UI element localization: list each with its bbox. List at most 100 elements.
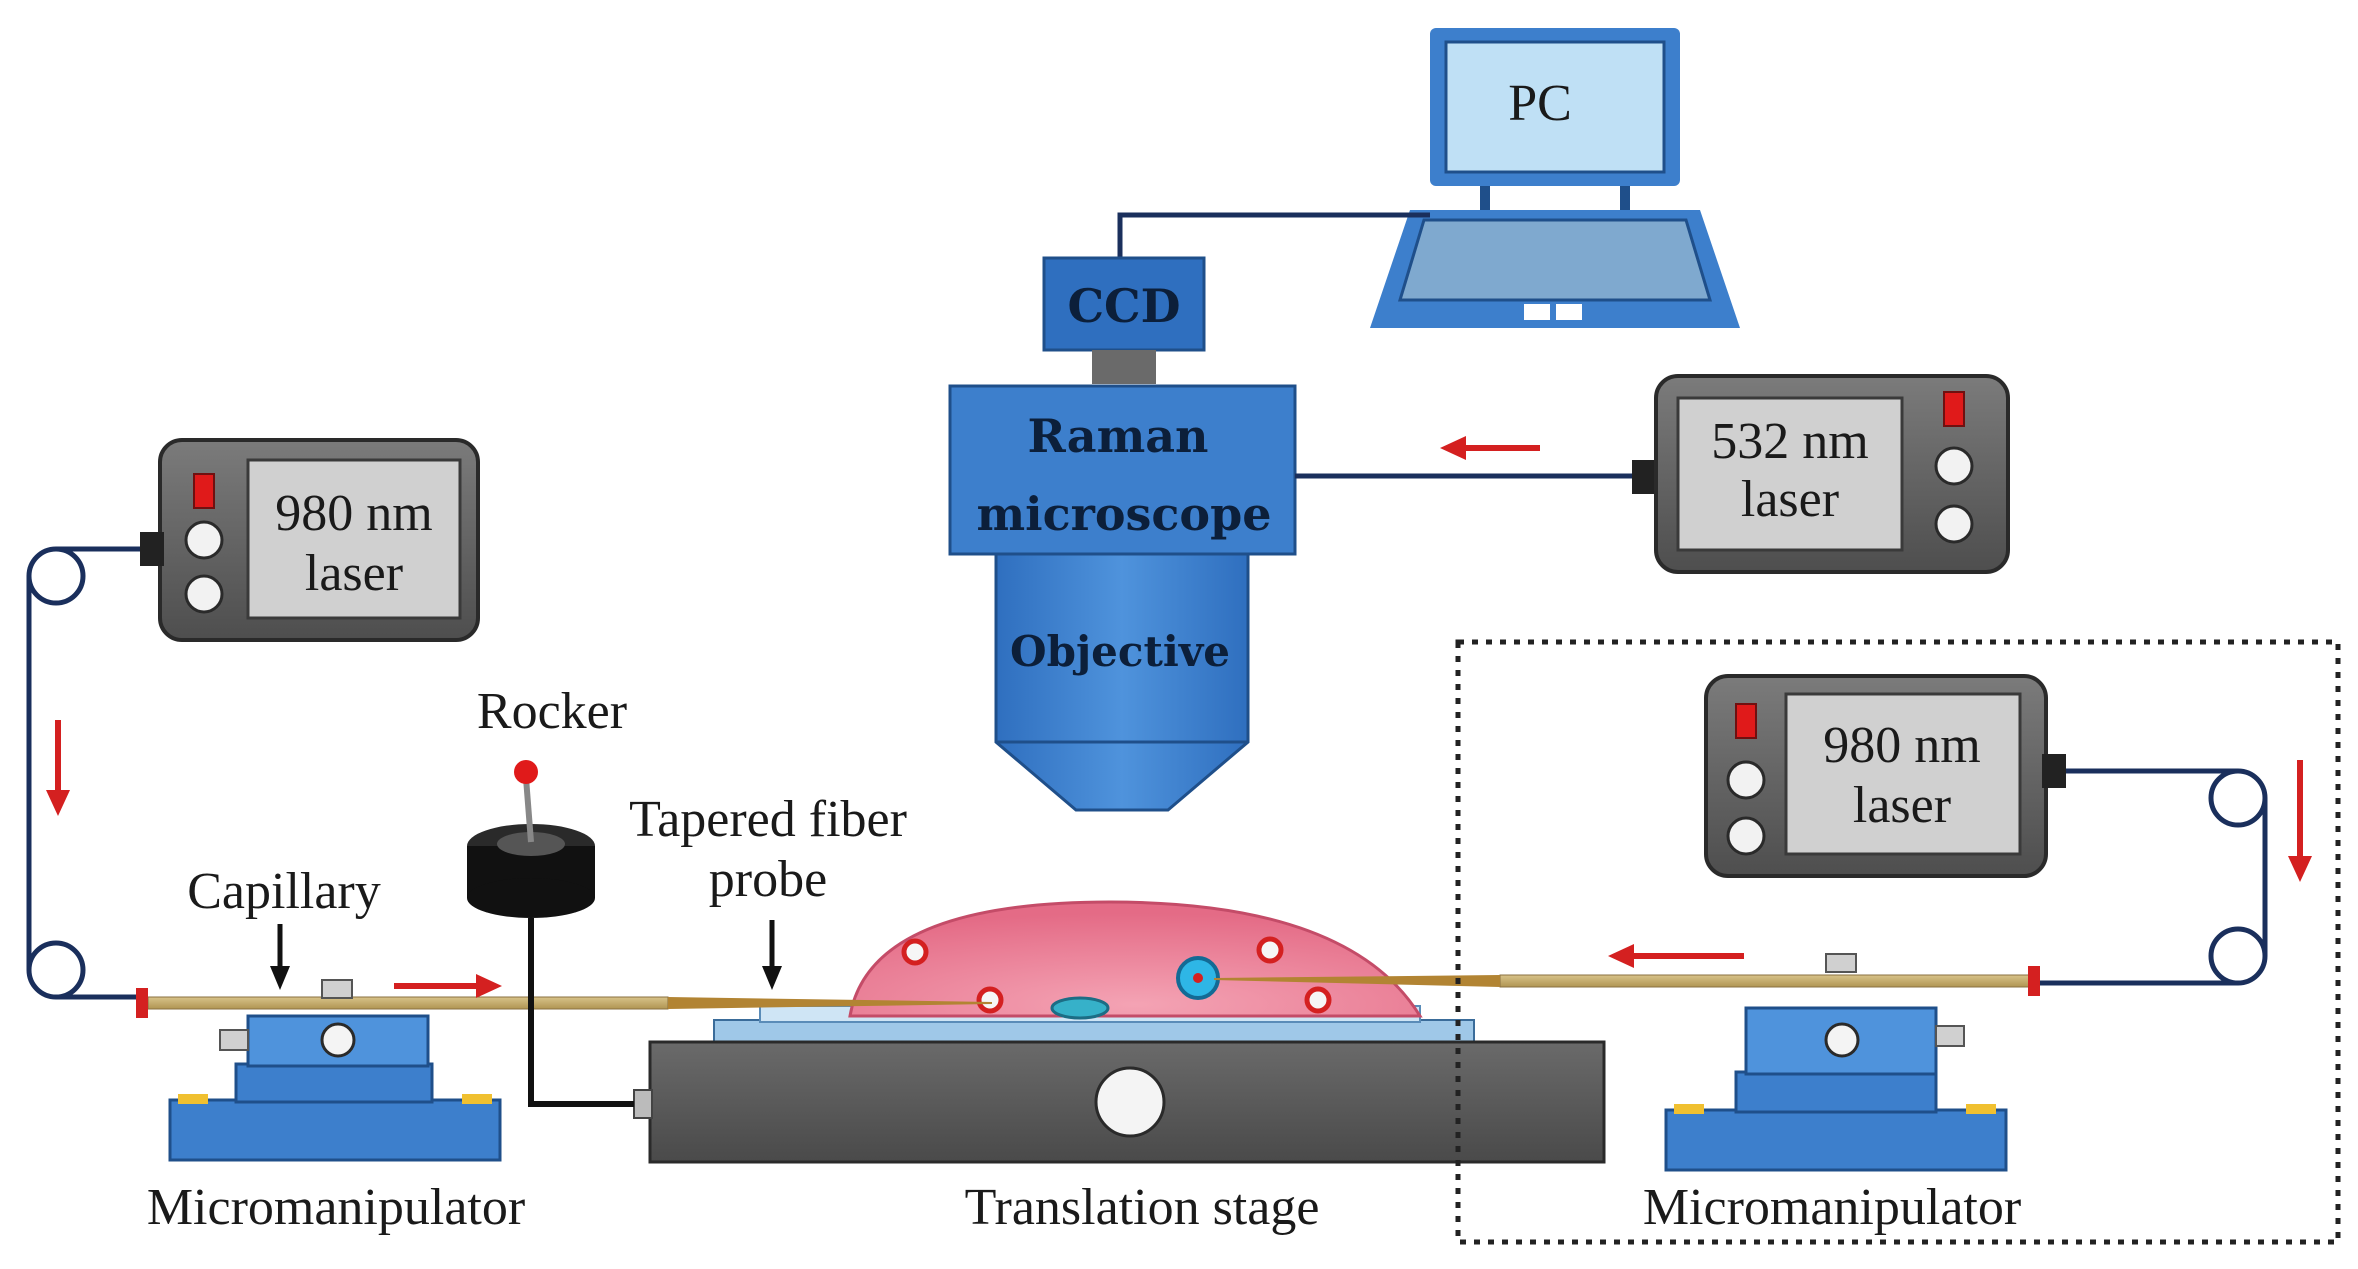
right-mm-top-screw	[1825, 953, 1857, 973]
laser-532-knob-top	[1934, 446, 1974, 486]
laser-980-right-knob-bottom	[1726, 816, 1766, 856]
ccd-body	[1042, 256, 1206, 352]
right-mm-knob	[1824, 1022, 1860, 1058]
cell-red-4	[1304, 986, 1332, 1014]
laser-980-right-label-line1: 980 nm	[1823, 717, 1980, 774]
tapered-pointer-arrow	[762, 920, 782, 990]
pc-keyboard	[1397, 218, 1713, 302]
right-capillary	[1499, 974, 2031, 988]
left-fiber-loop	[26, 546, 140, 1000]
right-fiber-loop	[2040, 768, 2268, 986]
laser-980-left-screen	[246, 458, 462, 620]
laser-980-right-connector	[2042, 754, 2066, 788]
left-capillary-fiber	[136, 988, 992, 1018]
laser-980-right-indicator	[1735, 703, 1757, 739]
left-tapered-fiber	[668, 997, 992, 1009]
translation-stage-label: Translation stage	[965, 1179, 1320, 1236]
laser-532-arrow	[1440, 436, 1540, 460]
laser-532-knob-bottom	[1934, 504, 1974, 544]
left-capillary	[147, 996, 669, 1010]
pc-laptop: PC	[1370, 28, 1740, 328]
translation-stage	[633, 1005, 1606, 1164]
right-micromanipulator: Micromanipulator	[1643, 953, 2021, 1236]
tapered-probe-label-line2: probe	[709, 851, 827, 908]
right-mm-middle	[1734, 1070, 1938, 1114]
rocker-cable	[528, 918, 634, 1107]
objective-lens: Objective	[994, 552, 1250, 812]
right-mm-pad-right	[1966, 1104, 1996, 1114]
rocker-base-bottom	[467, 878, 595, 918]
rocker-ring	[497, 832, 565, 856]
right-down-arrow	[2288, 760, 2312, 882]
ccd-label: CCD	[1067, 279, 1180, 333]
raman-label-line2: microscope	[976, 487, 1271, 541]
laser-532-indicator	[1943, 391, 1965, 427]
dotted-highlight-box	[1455, 639, 2341, 1245]
sample-droplet	[848, 900, 1423, 1020]
laser-532-label-line1: 532 nm	[1711, 413, 1868, 470]
stage-top-plate	[713, 1019, 1475, 1043]
pc-label: PC	[1508, 75, 1572, 132]
left-down-arrow	[46, 720, 70, 816]
laser-980-right-label-line2: laser	[1853, 777, 1951, 834]
cell-blue-center	[1193, 973, 1203, 983]
stage-knob	[1094, 1066, 1166, 1138]
laser-532-connector	[1632, 460, 1656, 494]
right-left-arrow	[1608, 944, 1744, 968]
laser-532-device: 532 nm laser	[1654, 374, 2010, 574]
right-mm-pad-left	[1674, 1104, 1704, 1114]
cell-red-2	[976, 986, 1004, 1014]
raman-body	[948, 384, 1297, 556]
left-mm-top-screw	[321, 979, 353, 999]
left-mm-side-screw	[219, 1029, 249, 1051]
rocker-stick	[523, 777, 534, 843]
right-fiber-clamp	[2028, 966, 2040, 996]
rocker-label: Rocker	[477, 683, 627, 740]
cell-cluster	[1050, 996, 1110, 1020]
capillary-pointer-arrow	[270, 924, 290, 990]
right-micromanipulator-label: Micromanipulator	[1643, 1179, 2021, 1236]
laser-980-left-connector	[140, 532, 164, 566]
pc-screen	[1444, 40, 1666, 174]
left-mm-middle	[234, 1062, 434, 1104]
left-micromanipulator: Micromanipulator	[147, 979, 525, 1236]
laser-532-label-line2: laser	[1741, 471, 1839, 528]
left-mm-knob	[320, 1022, 356, 1058]
left-micromanipulator-label: Micromanipulator	[147, 1179, 525, 1236]
pc-trackpad-right	[1556, 304, 1582, 320]
pc-hinge-right	[1620, 186, 1630, 210]
objective-body	[994, 552, 1250, 812]
laser-980-right-knob-top	[1726, 760, 1766, 800]
cell-red-3	[1256, 936, 1284, 964]
pc-ccd-cable	[1117, 212, 1430, 258]
laser-980-left-label-line2: laser	[305, 545, 403, 602]
rocker-knob	[514, 760, 538, 784]
left-mm-pad-left	[178, 1094, 208, 1104]
cell-red-1	[901, 938, 929, 966]
laser-980-left-device: 980 nm laser	[158, 438, 480, 642]
pc-trackpad-left	[1524, 304, 1550, 320]
right-capillary-fiber	[1214, 966, 2040, 996]
laser-980-left-knob-top	[184, 520, 224, 560]
ccd-camera: CCD	[1042, 256, 1206, 384]
right-tapered-fiber	[1214, 975, 1500, 987]
laser-980-left-knob-bottom	[184, 574, 224, 614]
ccd-mount	[1092, 350, 1156, 384]
left-mm-pad-right	[462, 1094, 492, 1104]
laser-980-left-indicator	[193, 473, 215, 509]
right-mm-base	[1664, 1108, 2008, 1172]
pc-hinge-left	[1480, 186, 1490, 210]
droplet-dome	[848, 900, 1423, 1018]
right-mm-side-screw	[1935, 1025, 1965, 1047]
objective-label: Objective	[1010, 627, 1230, 676]
laser-532-screen	[1676, 396, 1904, 552]
stage-side-connector	[633, 1089, 653, 1119]
tapered-probe-label-line1: Tapered fiber	[629, 791, 907, 848]
left-right-arrow	[394, 974, 502, 998]
rocker-joystick: Rocker	[467, 683, 634, 1107]
left-fiber-clamp	[136, 988, 148, 1018]
left-mm-base	[168, 1098, 502, 1162]
raman-label-line1: Raman	[1027, 409, 1208, 463]
laser-980-right-device: 980 nm laser	[1704, 674, 2048, 878]
